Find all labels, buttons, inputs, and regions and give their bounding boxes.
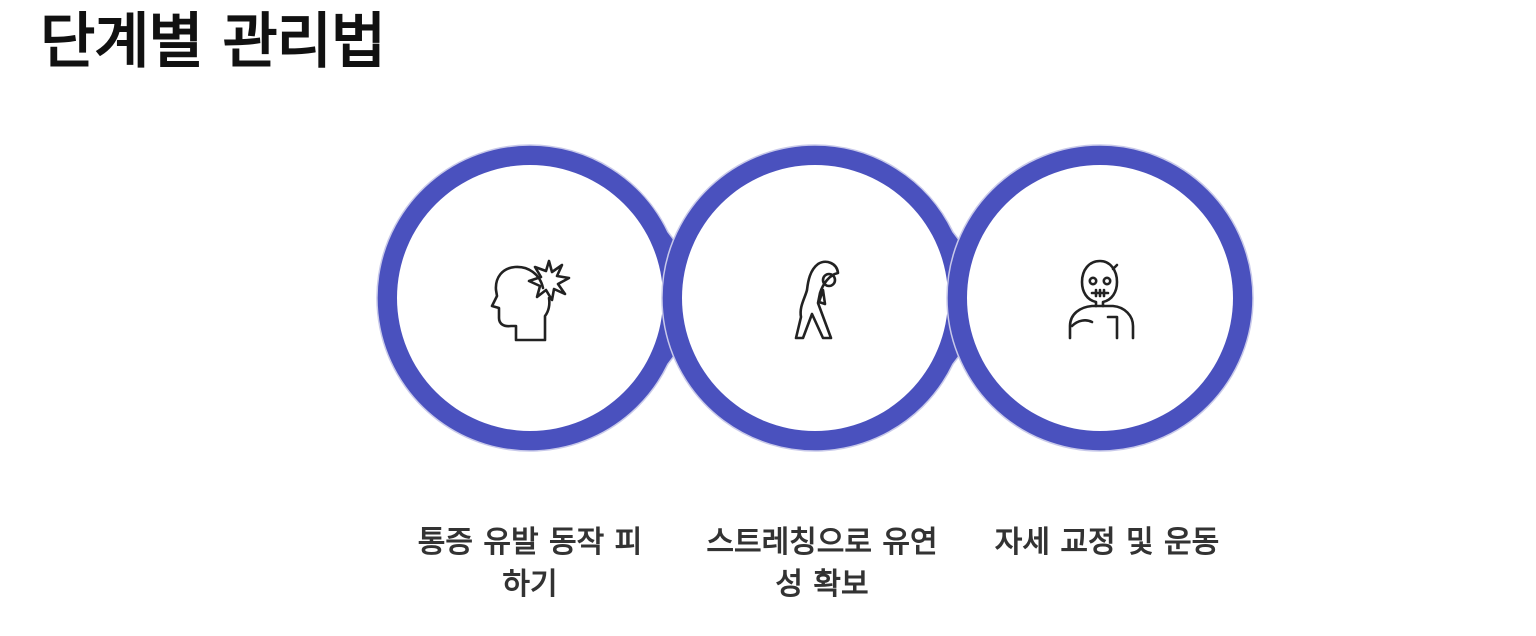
stretching-person-icon [794,260,840,340]
step-1-inner [397,165,663,431]
page-title: 단계별 관리법 [40,7,386,77]
posture-person-icon [1068,259,1135,340]
step-2-inner [682,165,948,431]
step-1-ring [376,144,719,452]
head-pain-icon [490,259,571,342]
step-2-ring [661,144,1004,452]
step-label-2: 스트레칭으로 유연성 확보 [706,525,938,602]
step-3-ring [946,144,1254,452]
step-label-1: 통증 유발 동작 피하기 [417,525,643,602]
step-label-3: 자세 교정 및 운동 [994,525,1220,560]
step-3-inner [967,165,1233,431]
